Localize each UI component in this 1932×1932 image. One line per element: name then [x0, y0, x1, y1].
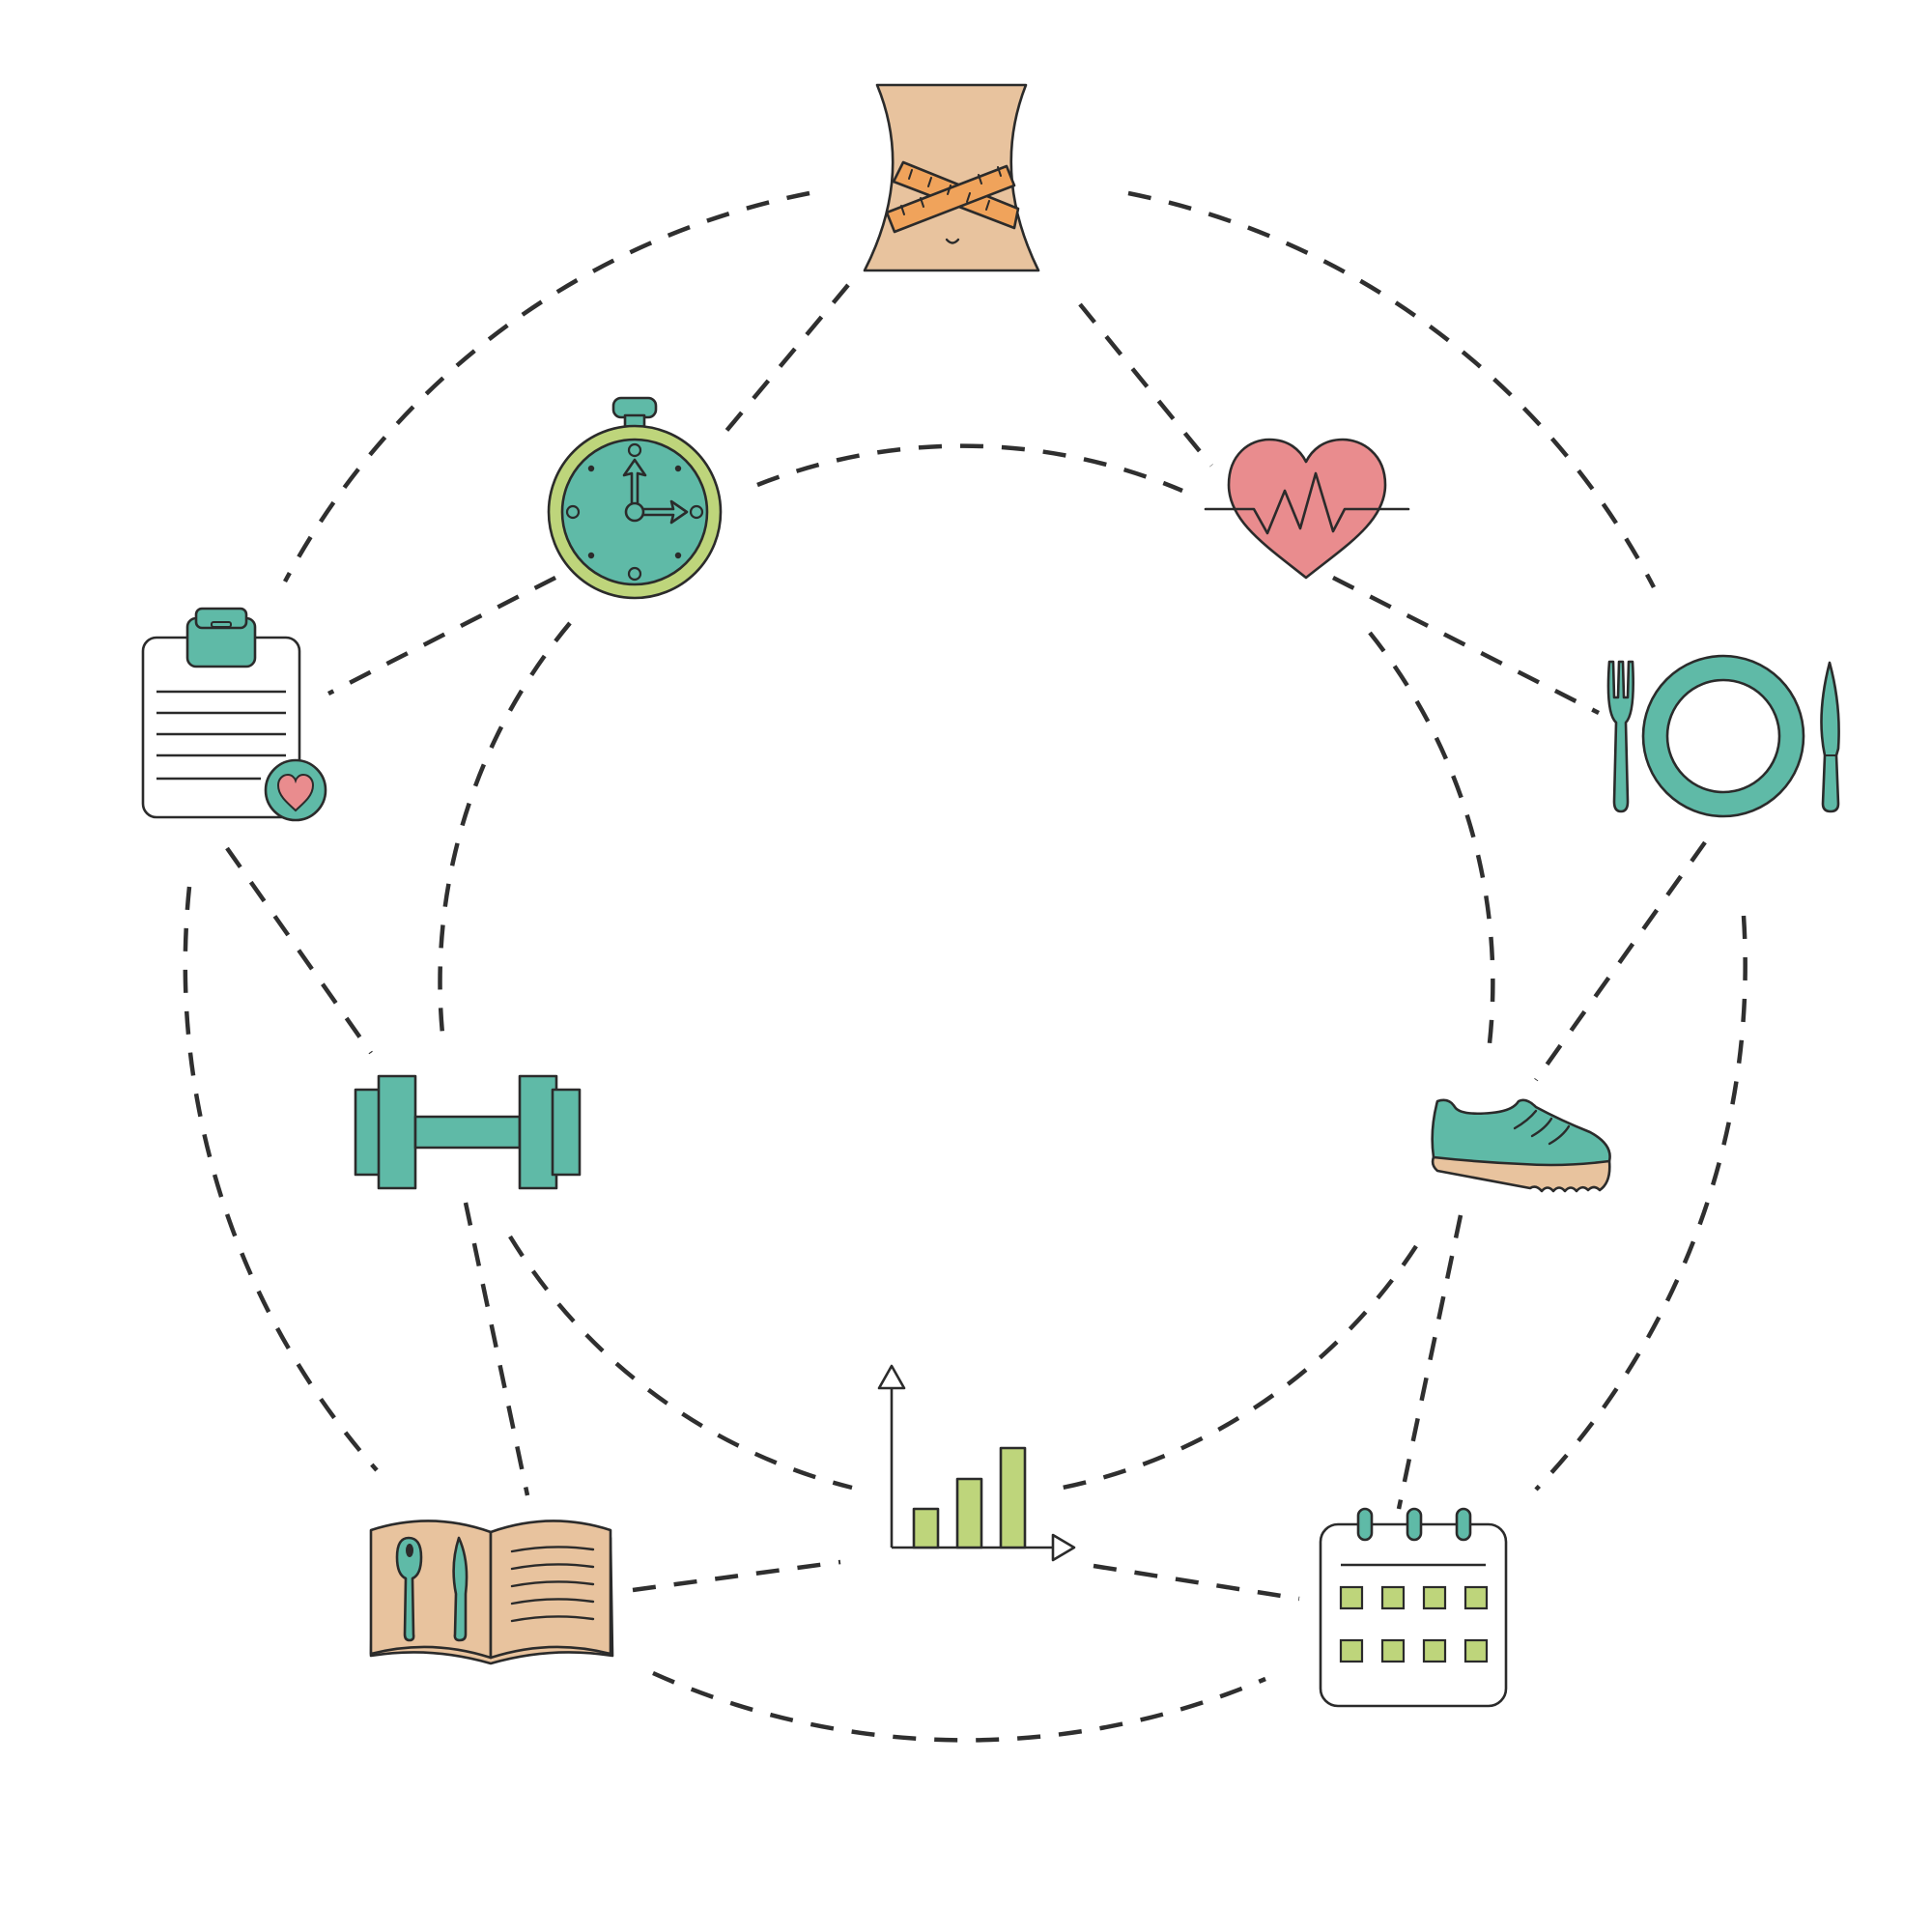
inner-ring-sneaker-to-chart [1062, 1244, 1418, 1491]
heartbeat-icon [1204, 438, 1410, 580]
outer-ring-plate-to-calendar [1534, 915, 1747, 1492]
recipe-book-icon [369, 1520, 614, 1665]
outer-ring-clipboard-to-book [183, 886, 379, 1472]
inner-ring-dumbbell-to-chart [508, 1235, 853, 1491]
stopwatch-icon [547, 396, 723, 600]
spoke-waist-to-heart [1078, 302, 1213, 468]
connector-lines [183, 190, 1747, 1743]
sneaker-icon [1431, 1098, 1611, 1193]
medical-clipboard-icon [141, 607, 327, 822]
calendar-icon [1319, 1507, 1508, 1708]
dumbbell-icon [354, 1074, 582, 1190]
bar-chart-icon [877, 1364, 1076, 1562]
spoke-plate-to-sneaker [1534, 840, 1707, 1082]
spoke-clipboard-to-dumbbell [225, 846, 373, 1055]
spoke-chart-to-calendar [1093, 1563, 1300, 1602]
spoke-book-to-chart [632, 1559, 841, 1593]
waist-measure-icon [863, 83, 1040, 272]
inner-ring-heart-to-sneaker [1368, 631, 1495, 1044]
plate-cutlery-icon [1606, 654, 1840, 818]
spoke-sneaker-to-calendar [1396, 1214, 1463, 1510]
inner-ring-stopwatch-to-heart [756, 443, 1183, 494]
spoke-stopwatch-to-clipboard [327, 575, 557, 696]
spoke-waist-to-stopwatch [715, 283, 850, 444]
outer-ring-waist-to-plate [1127, 190, 1656, 589]
outer-ring-book-to-calendar [652, 1670, 1266, 1743]
outer-ring-waist-to-clipboard [283, 190, 810, 583]
spoke-heart-to-plate [1331, 575, 1601, 716]
spoke-dumbbell-to-book [463, 1202, 530, 1496]
inner-ring-stopwatch-to-dumbbell [438, 621, 572, 1035]
